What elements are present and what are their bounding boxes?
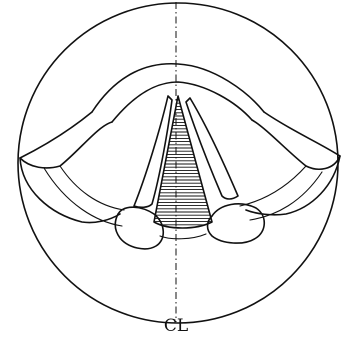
right-piriform-outline: [246, 156, 340, 215]
interarytenoid-notch: [160, 234, 206, 239]
left-vestibular-fold: [134, 96, 172, 207]
right-aryepiglottic-fold: [252, 112, 340, 169]
viewing-circle: [18, 3, 338, 323]
left-piriform-outline: [20, 158, 120, 223]
left-fold-contour-2: [44, 168, 122, 226]
centerline-label: CL: [163, 318, 189, 335]
right-vestibular-fold: [186, 98, 238, 199]
left-aryepiglottic-fold: [20, 112, 112, 168]
left-fold-contour-1: [60, 166, 124, 210]
right-arytenoid: [208, 204, 265, 243]
epiglottis-outer-edge: [92, 64, 264, 112]
